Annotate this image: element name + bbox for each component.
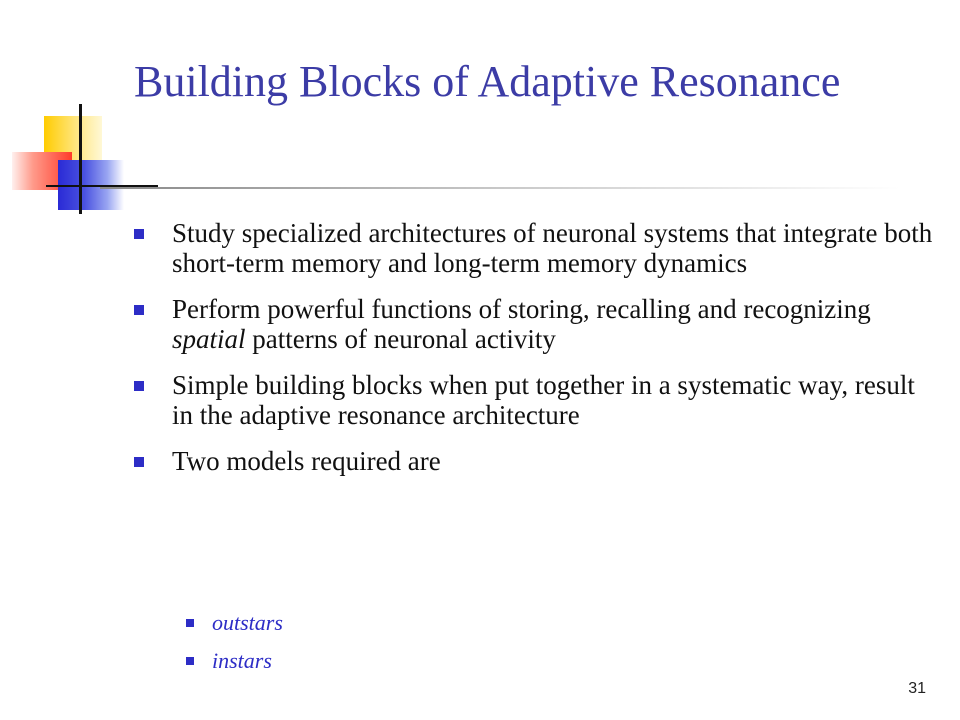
sub-bullet-item: instars bbox=[186, 648, 786, 674]
bullet-text: Study specialized architectures of neuro… bbox=[172, 218, 933, 278]
color-squares-logo-icon bbox=[0, 0, 200, 230]
sub-bullet-text: instars bbox=[212, 648, 272, 673]
sub-bullet-item: outstars bbox=[186, 610, 786, 636]
slide-title: Building Blocks of Adaptive Resonance bbox=[134, 57, 841, 106]
bullet-item: Study specialized architectures of neuro… bbox=[134, 218, 934, 278]
sub-bullet-list: outstars instars bbox=[186, 610, 786, 686]
bullet-text-end: patterns of neuronal activity bbox=[245, 324, 556, 354]
square-bullet-icon bbox=[134, 457, 144, 467]
bullet-text: Two models required are bbox=[172, 446, 441, 476]
sub-bullet-text: outstars bbox=[212, 610, 283, 635]
square-bullet-icon bbox=[186, 619, 194, 627]
logo-horizontal-line bbox=[46, 185, 158, 187]
square-bullet-icon bbox=[186, 657, 194, 665]
bullet-text: Simple building blocks when put together… bbox=[172, 370, 915, 430]
bullet-item: Two models required are bbox=[134, 446, 934, 476]
bullet-item: Perform powerful functions of storing, r… bbox=[134, 294, 934, 354]
square-bullet-icon bbox=[134, 305, 144, 315]
square-bullet-icon bbox=[134, 229, 144, 239]
logo-vertical-line bbox=[79, 104, 82, 214]
bullet-emphasis: spatial bbox=[172, 324, 246, 354]
bullet-item: Simple building blocks when put together… bbox=[134, 370, 934, 430]
page-number: 31 bbox=[908, 680, 926, 697]
square-bullet-icon bbox=[134, 381, 144, 391]
bullet-list: Study specialized architectures of neuro… bbox=[134, 218, 934, 492]
title-divider bbox=[100, 187, 900, 189]
bullet-text-start: Perform powerful functions of storing, r… bbox=[172, 294, 871, 324]
